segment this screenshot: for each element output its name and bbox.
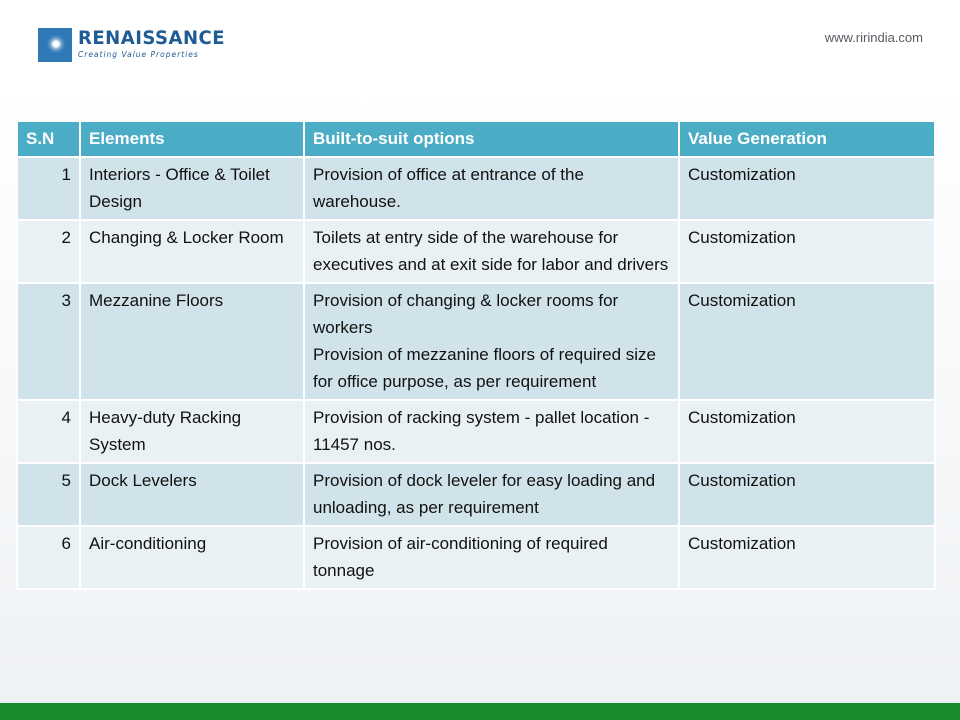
column-header-options: Built-to-suit options [303,120,680,158]
table-row: 5 Dock Levelers Provision of dock levele… [16,462,936,527]
cell-options: Provision of changing & locker rooms for… [303,282,680,401]
company-logo: RENAISSANCE Creating Value Properties [38,28,233,62]
logo-name: RENAISSANCE [78,27,226,49]
table-row: 2 Changing & Locker Room Toilets at entr… [16,219,936,284]
cell-element: Interiors - Office & Toilet Design [79,156,305,221]
cell-element: Mezzanine Floors [79,282,305,401]
cell-sn: 2 [16,219,81,284]
option-line: Provision of air-conditioning of require… [313,534,608,580]
cell-value: Customization [678,156,936,221]
column-header-sn: S.N [16,120,81,158]
column-header-elements: Elements [79,120,305,158]
table-row: 1 Interiors - Office & Toilet Design Pro… [16,156,936,221]
cell-value: Customization [678,282,936,401]
table-row: 3 Mezzanine Floors Provision of changing… [16,282,936,401]
cell-value: Customization [678,219,936,284]
option-line: Provision of racking system - pallet loc… [313,408,650,454]
cell-sn: 4 [16,399,81,464]
cell-options: Provision of dock leveler for easy loadi… [303,462,680,527]
website-url: www.ririndia.com [824,30,923,45]
table-row: 6 Air-conditioning Provision of air-cond… [16,525,936,590]
cell-element: Changing & Locker Room [79,219,305,284]
cell-sn: 3 [16,282,81,401]
logo-starburst-icon [38,28,72,62]
option-line: Provision of office at entrance of the w… [313,165,584,211]
table-header-row: S.N Elements Built-to-suit options Value… [16,120,936,158]
cell-value: Customization [678,462,936,527]
cell-options: Provision of racking system - pallet loc… [303,399,680,464]
footer-bar [0,703,960,720]
cell-sn: 6 [16,525,81,590]
option-line: Provision of mezzanine floors of require… [313,345,656,391]
cell-sn: 5 [16,462,81,527]
cell-options: Provision of office at entrance of the w… [303,156,680,221]
cell-options: Provision of air-conditioning of require… [303,525,680,590]
cell-value: Customization [678,399,936,464]
table-row: 4 Heavy-duty Racking System Provision of… [16,399,936,464]
cell-sn: 1 [16,156,81,221]
cell-options: Toilets at entry side of the warehouse f… [303,219,680,284]
cell-element: Heavy-duty Racking System [79,399,305,464]
logo-tagline: Creating Value Properties [78,50,199,59]
option-line: Provision of dock leveler for easy loadi… [313,471,656,517]
cell-element: Air-conditioning [79,525,305,590]
option-line: Provision of changing & locker rooms for… [313,291,619,337]
cell-value: Customization [678,525,936,590]
built-to-suit-table: S.N Elements Built-to-suit options Value… [16,120,936,590]
option-line: Toilets at entry side of the warehouse f… [313,228,669,274]
cell-element: Dock Levelers [79,462,305,527]
header: RENAISSANCE Creating Value Properties ww… [0,0,960,90]
column-header-value: Value Generation [678,120,936,158]
